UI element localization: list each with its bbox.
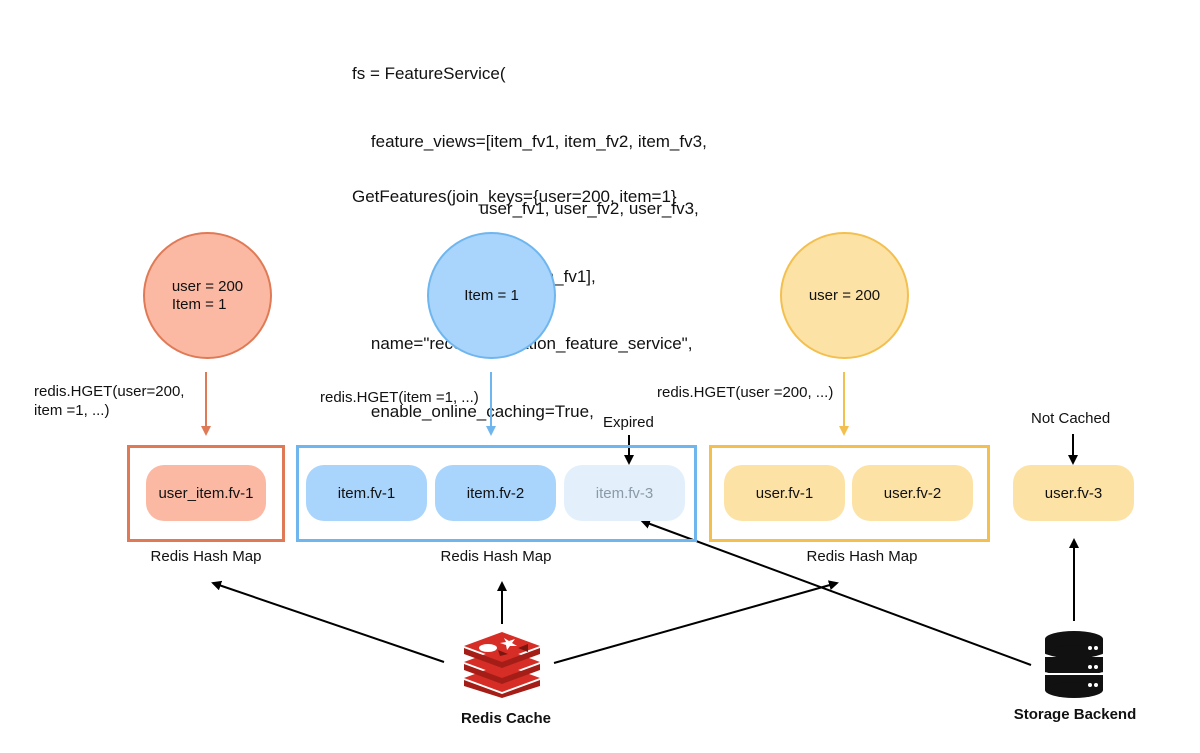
- user-item-hash-map-caption: Redis Hash Map: [150, 548, 262, 565]
- expired-label: Expired: [603, 414, 654, 431]
- not-cached-label: Not Cached: [1031, 410, 1111, 427]
- database-icon: [1044, 631, 1104, 698]
- user-fv1-entry: user.fv-1: [724, 465, 845, 521]
- storage-backend-label: Storage Backend: [1013, 706, 1137, 723]
- code-line: enable_online_caching=True,: [352, 401, 594, 421]
- hget-user-command: redis.HGET(user =200, ...): [657, 384, 834, 401]
- user-item-key-text: user = 200 Item = 1: [171, 277, 244, 313]
- arrow-redis-to-user-map: [553, 580, 839, 664]
- user-item-fv1-entry: user_item.fv-1: [146, 465, 266, 521]
- item-key-circle: Item = 1: [427, 232, 556, 359]
- arrow-redis-to-user-item-map: [211, 580, 445, 663]
- hget-user-item-command: redis.HGET(user=200, item =1, ...): [34, 383, 185, 419]
- user-fv3-uncached-entry: user.fv-3: [1013, 465, 1134, 521]
- item-fv3-entry-expired: item.fv-3: [564, 465, 685, 521]
- user-hash-map: [709, 445, 990, 542]
- get-features-call: GetFeatures(join_keys={user=200, item=1}: [352, 187, 677, 206]
- user-item-hash-map: [127, 445, 285, 542]
- user-key-circle: user = 200: [780, 232, 909, 359]
- item-hash-map: [296, 445, 697, 542]
- item-hash-map-caption: Redis Hash Map: [440, 548, 552, 565]
- redis-cache-label: Redis Cache: [460, 710, 552, 727]
- redis-logo-icon: [464, 632, 540, 698]
- user-hash-map-caption: Redis Hash Map: [806, 548, 918, 565]
- code-line: feature_views=[item_fv1, item_fv2, item_…: [352, 131, 707, 151]
- user-item-key-circle: user = 200 Item = 1: [143, 232, 272, 359]
- code-line: user_fv1, user_fv2, user_fv3,: [352, 199, 699, 218]
- item-fv2-entry: item.fv-2: [435, 465, 556, 521]
- item-key-text: Item = 1: [464, 286, 519, 304]
- arrow-storage-to-item-fv3: [640, 519, 1032, 666]
- code-line: fs = FeatureService(: [352, 64, 506, 83]
- user-key-text: user = 200: [808, 286, 881, 304]
- item-fv1-entry: item.fv-1: [306, 465, 427, 521]
- user-fv2-entry: user.fv-2: [852, 465, 973, 521]
- hget-item-command: redis.HGET(item =1, ...): [320, 389, 479, 406]
